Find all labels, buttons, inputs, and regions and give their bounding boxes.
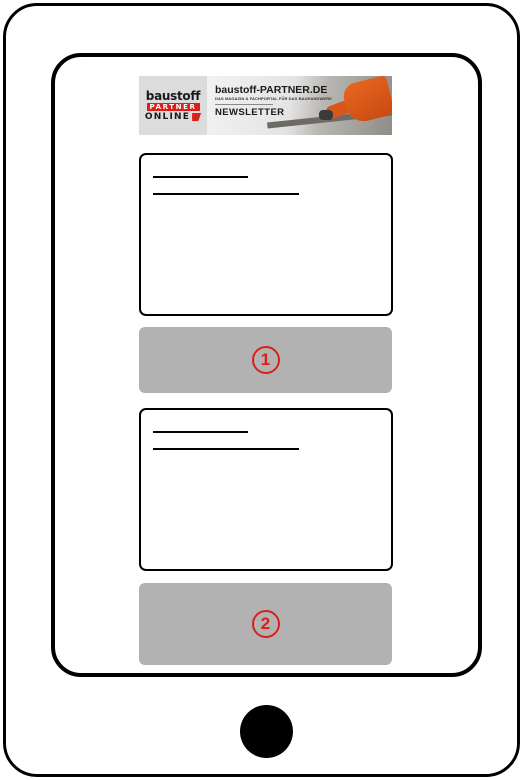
banner-tagline: DAS MAGAZIN & FACHPORTAL FÜR DAS BAUHAND… — [215, 96, 332, 101]
logo-word-baustoff: baustoff — [146, 90, 200, 102]
logo-online-row: ONLINE — [145, 113, 201, 122]
ad-slot-1: 1 — [139, 327, 392, 393]
article-headline-line — [153, 431, 248, 433]
banner-text: baustoff-PARTNER.DE DAS MAGAZIN & FACHPO… — [215, 84, 332, 118]
banner-divider — [215, 104, 273, 105]
slot-number-badge: 2 — [252, 610, 280, 638]
ad-slot-2: 2 — [139, 583, 392, 665]
banner-site-name: baustoff-PARTNER.DE — [215, 84, 332, 96]
article-block-2 — [139, 408, 393, 571]
slot-number-badge: 1 — [252, 346, 280, 374]
logo-word-online: ONLINE — [145, 113, 190, 122]
baustoff-partner-logo: baustoff PARTNER ONLINE — [139, 76, 207, 135]
article-headline-line — [153, 176, 248, 178]
article-text-line — [153, 448, 299, 450]
article-text-line — [153, 193, 299, 195]
home-button[interactable] — [240, 705, 293, 758]
banner-section-title: NEWSLETTER — [215, 107, 332, 118]
logo-word-partner: PARTNER — [147, 103, 200, 111]
newsletter-banner: baustoff PARTNER ONLINE baustoff-PARTNER… — [139, 76, 392, 135]
article-block-1 — [139, 153, 393, 316]
logo-flag-icon — [192, 113, 201, 121]
